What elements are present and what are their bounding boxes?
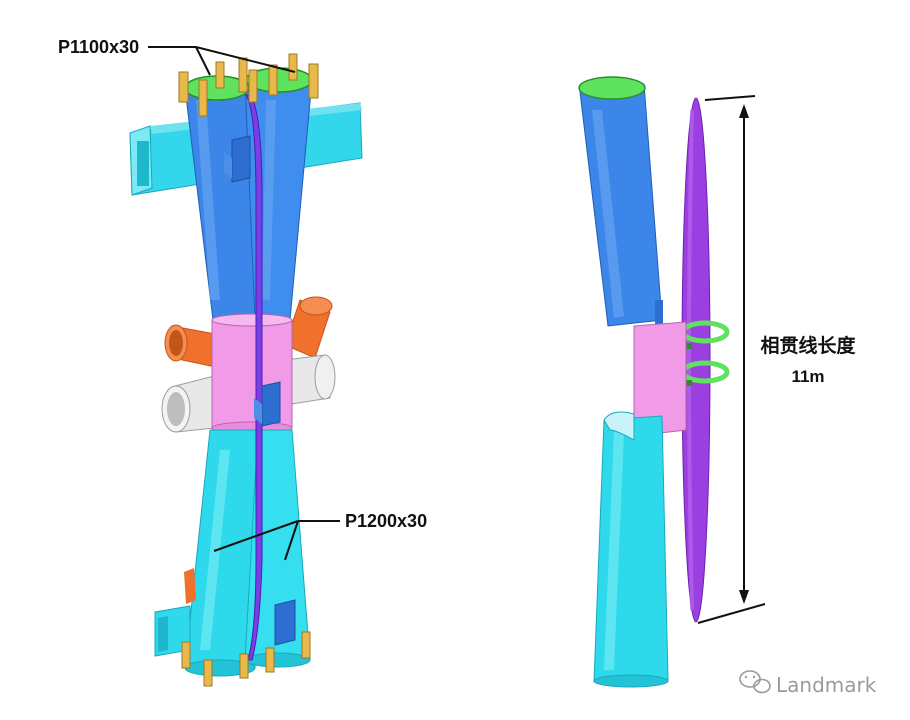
right-upper-tube — [578, 76, 663, 328]
length-dimension — [697, 95, 766, 624]
left-node-assembly: P1100x30 P1200x30 — [58, 37, 427, 687]
lower-stub-beam — [154, 568, 196, 657]
length-title: 相贯线长度 — [760, 334, 856, 357]
label-leaders — [148, 46, 340, 561]
right-lower-tube — [593, 411, 669, 688]
watermark: Landmark — [739, 670, 877, 697]
length-value: 11m — [791, 367, 824, 386]
bottom-pipe-label: P1200x30 — [345, 511, 427, 531]
watermark-text: Landmark — [776, 673, 877, 697]
bottom-brackets — [181, 631, 311, 687]
connection-plates — [224, 135, 296, 646]
right-collar — [633, 321, 687, 437]
top-pipe-label: P1100x30 — [58, 37, 139, 57]
wechat-icon — [739, 670, 771, 694]
top-brackets — [178, 53, 319, 117]
right-node-assembly: 相贯线长度 11m — [578, 76, 862, 688]
